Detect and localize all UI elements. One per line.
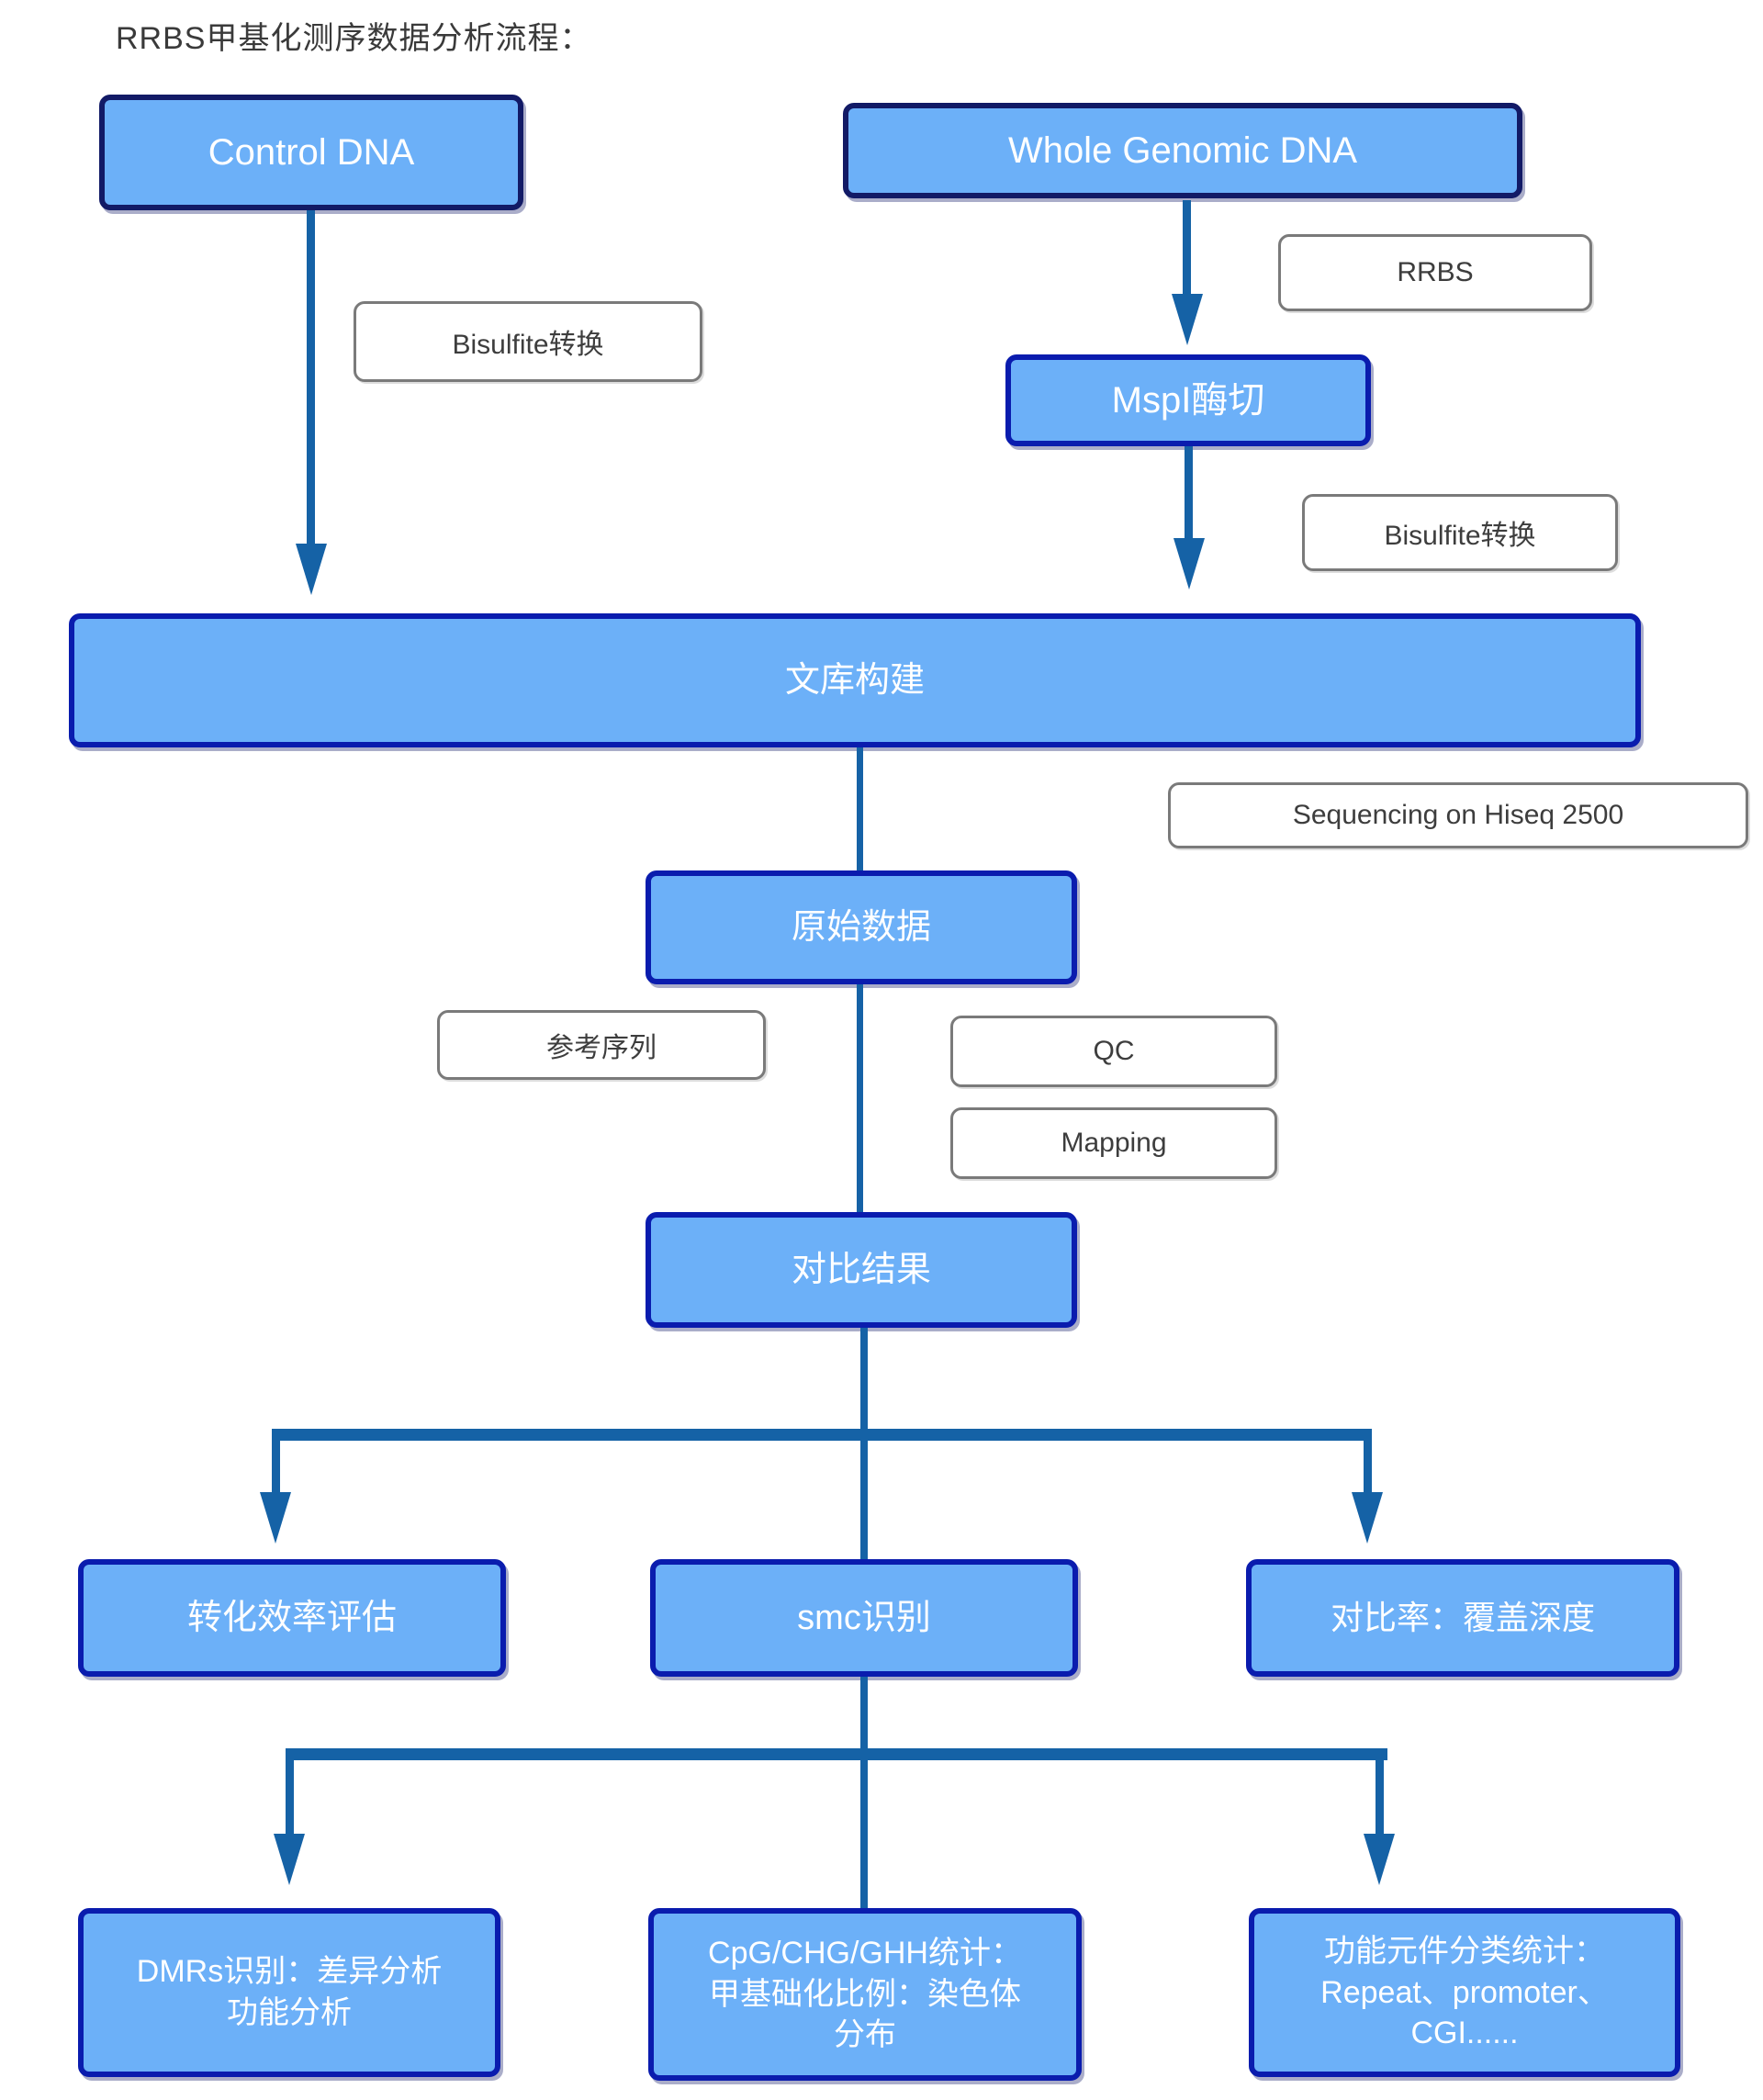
connector-library-to-raw (857, 747, 863, 870)
page-title: RRBS甲基化测序数据分析流程： (116, 21, 592, 56)
node-functional-line-3: CGI...... (1410, 2016, 1519, 2051)
label-bisulfite-right-text: Bisulfite转换 (1384, 521, 1536, 551)
arrow-mspi-to-library-stem (1185, 446, 1193, 542)
node-control-dna-label: Control DNA (208, 131, 415, 173)
label-reference-sequence: 参考序列 (437, 1010, 766, 1080)
node-cpg-chg-ghh-stats: CpG/CHG/GHH统计： 甲基础化比例：染色体 分布 (648, 1908, 1082, 2081)
label-rrbs: RRBS (1278, 234, 1592, 311)
label-bisulfite-left-text: Bisulfite转换 (452, 330, 604, 360)
arrow-mspi-to-library-head (1173, 538, 1205, 590)
arrow-control-to-library-stem (307, 210, 315, 548)
node-dmrs-line-2: 功能分析 (227, 1995, 352, 2030)
arrow-branch-to-conversion-stem (272, 1441, 280, 1496)
node-cpg-line-1: CpG/CHG/GHH统计： (708, 1935, 1022, 1971)
node-alignment-result: 对比结果 (646, 1212, 1077, 1328)
connector-branch-to-cpg (860, 1760, 868, 1908)
label-reference-text: 参考序列 (546, 1033, 657, 1063)
node-alignment-rate-coverage-label: 对比率：覆盖深度 (1330, 1599, 1595, 1637)
node-cpg-line-2: 甲基础化比例：染色体 (709, 1976, 1021, 2012)
label-sequencing-hiseq: Sequencing on Hiseq 2500 (1168, 782, 1748, 848)
node-conversion-efficiency-label: 转化效率评估 (186, 1598, 397, 1637)
connector-alignment-branch-bar (272, 1429, 1372, 1441)
connector-raw-to-alignment (857, 984, 863, 1212)
arrow-branch-to-conversion-head (260, 1492, 291, 1544)
node-dmrs-identification: DMRs识别：差异分析 功能分析 (78, 1908, 500, 2077)
node-dmrs-line-1: DMRs识别：差异分析 (136, 1954, 443, 1990)
node-smc-identification: smc识别 (650, 1559, 1078, 1677)
node-cpg-line-3: 分布 (834, 2017, 896, 2053)
node-mspi-digestion-label: MspI酶切 (1111, 379, 1265, 421)
label-qc: QC (950, 1016, 1277, 1087)
node-whole-genomic-dna: Whole Genomic DNA (843, 103, 1522, 198)
label-mapping-text: Mapping (1061, 1128, 1167, 1158)
node-mspi-digestion: MspI酶切 (1005, 354, 1371, 446)
node-raw-data: 原始数据 (646, 870, 1077, 984)
arrow-branch-to-alignment-rate-head (1352, 1492, 1383, 1544)
node-conversion-efficiency: 转化效率评估 (78, 1559, 506, 1677)
connector-alignment-branch-trunk (860, 1328, 868, 1429)
connector-branch-to-smc (860, 1441, 868, 1559)
arrow-branch-to-alignment-rate-stem (1364, 1441, 1372, 1496)
node-smc-identification-label: smc识别 (797, 1598, 931, 1637)
connector-smc-branch-trunk (860, 1677, 868, 1748)
node-alignment-result-label: 对比结果 (791, 1250, 931, 1289)
arrow-branch-to-dmrs-stem (286, 1760, 294, 1837)
label-bisulfite-conversion-right: Bisulfite转换 (1302, 494, 1618, 571)
node-alignment-rate-coverage: 对比率：覆盖深度 (1246, 1559, 1679, 1677)
arrow-branch-to-dmrs-head (274, 1834, 305, 1885)
node-raw-data-label: 原始数据 (791, 907, 931, 947)
label-qc-text: QC (1093, 1036, 1135, 1066)
label-sequencing-text: Sequencing on Hiseq 2500 (1292, 800, 1624, 830)
connector-smc-branch-bar (286, 1748, 1387, 1760)
label-mapping: Mapping (950, 1107, 1277, 1179)
node-library-construction: 文库构建 (69, 613, 1641, 747)
node-functional-element-stats: 功能元件分类统计： Repeat、promoter、 CGI...... (1249, 1908, 1680, 2077)
arrow-branch-to-functional-stem (1376, 1760, 1384, 1837)
node-control-dna: Control DNA (99, 95, 523, 210)
arrow-control-to-library-head (296, 544, 327, 595)
arrow-branch-to-functional-head (1364, 1834, 1395, 1885)
node-functional-line-1: 功能元件分类统计： (1324, 1933, 1605, 1969)
arrow-wgd-to-mspi-head (1172, 294, 1203, 345)
arrow-wgd-to-mspi-stem (1183, 200, 1191, 298)
label-rrbs-text: RRBS (1397, 257, 1474, 287)
node-library-construction-label: 文库构建 (784, 660, 925, 700)
label-bisulfite-conversion-left: Bisulfite转换 (354, 301, 702, 382)
node-whole-genomic-dna-label: Whole Genomic DNA (1007, 129, 1358, 171)
node-functional-line-2: Repeat、promoter、 (1320, 1974, 1609, 2010)
